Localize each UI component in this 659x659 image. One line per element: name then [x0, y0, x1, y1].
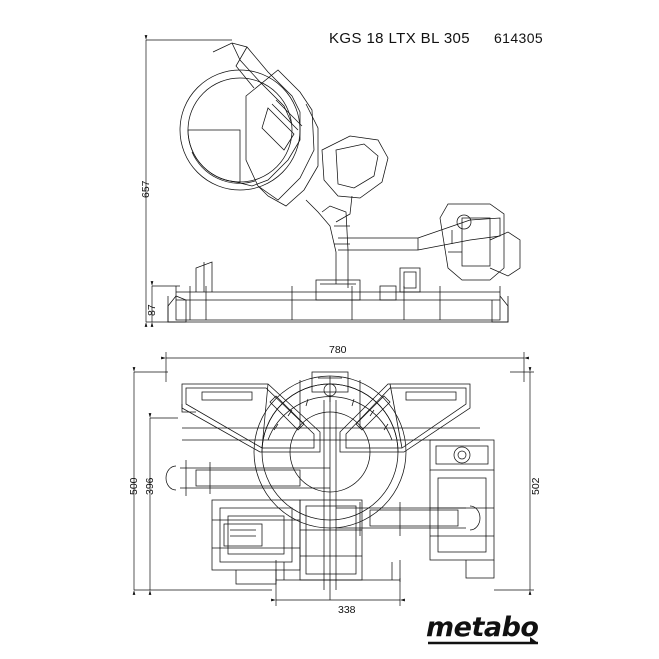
page-title: KGS 18 LTX BL 305 [329, 30, 471, 47]
dimension-label-depth-396: 396 [144, 477, 156, 495]
dimension-label-height-87: 87 [146, 304, 158, 316]
part-number: 614305 [494, 30, 544, 46]
dimension-label-depth-500: 500 [128, 477, 140, 495]
dimension-label-depth-502: 502 [530, 477, 542, 495]
top-view-machine [165, 371, 495, 600]
dimension-label-width-338: 338 [338, 604, 356, 616]
dimension-label-height-657: 657 [140, 180, 152, 198]
dimension-label-width-780: 780 [329, 344, 347, 356]
top-view-dimensions [132, 352, 534, 606]
brand-logo: metabo [426, 612, 546, 646]
side-view-machine [167, 42, 521, 323]
brand-underline [428, 637, 538, 645]
brand-wordmark: metabo [426, 612, 539, 643]
